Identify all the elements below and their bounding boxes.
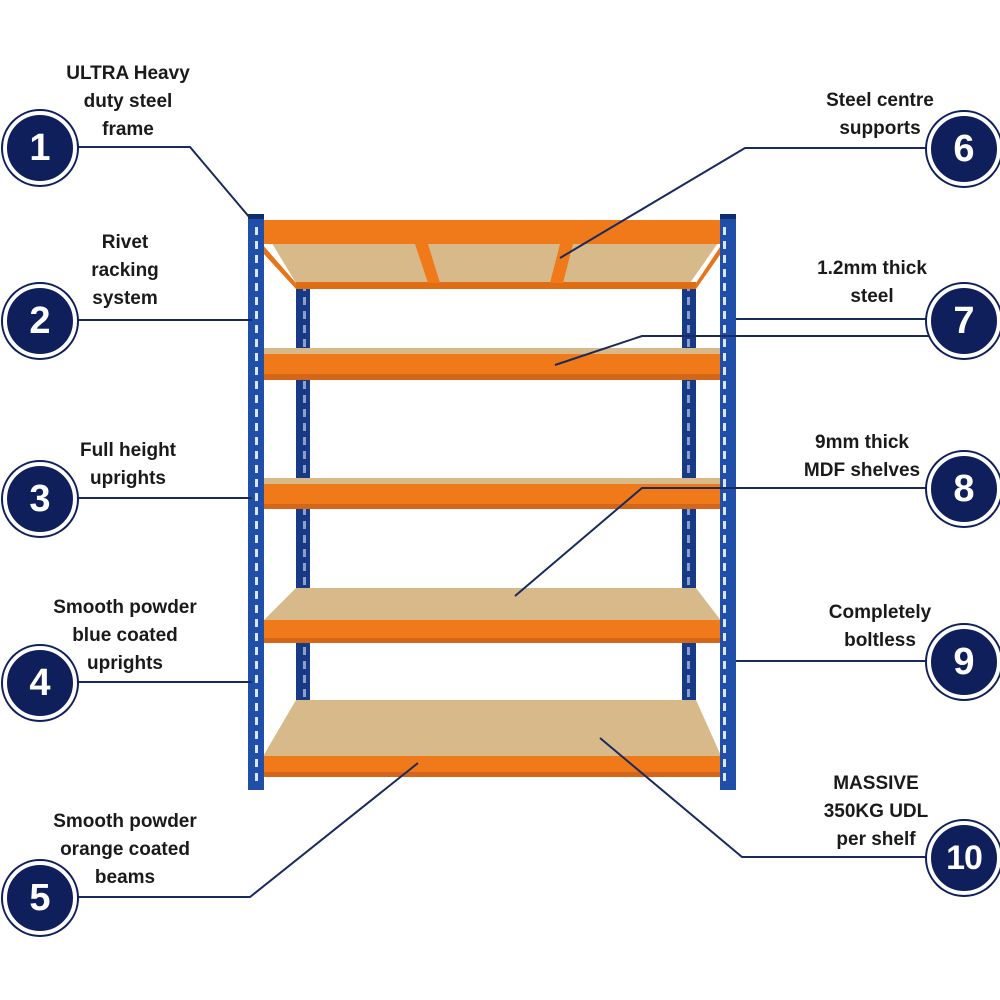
shelf-3-front-beam <box>262 484 722 506</box>
leader-line-10 <box>599 737 940 858</box>
shelf-2 <box>262 348 722 380</box>
callout-5-label: Smooth powder orange coated beams <box>53 811 197 888</box>
shelf-5-front-beam <box>262 756 722 774</box>
callout-2-label: Rivet racking system <box>91 232 159 309</box>
callout-1-label: ULTRA Heavy duty steel frame <box>66 63 190 140</box>
callout-10-number: 10 <box>927 821 1000 895</box>
callout-8-label: 9mm thick MDF shelves <box>803 432 921 481</box>
leader-line-5 <box>60 762 419 898</box>
shelf-1-front-beam <box>262 220 722 244</box>
shelf-4-front-beam <box>262 620 722 640</box>
shelf-5 <box>262 700 722 777</box>
shelf-1 <box>262 220 722 289</box>
callout-3-label: Full height uprights <box>79 440 177 489</box>
callout-8-number: 8 <box>927 452 1000 526</box>
callout-6-number: 6 <box>927 112 1000 186</box>
shelf-2-front-beam <box>262 354 722 376</box>
shelf-4 <box>262 588 722 643</box>
leader-line-1 <box>60 146 251 219</box>
callout-7-number: 7 <box>927 284 1000 358</box>
callout-2-number: 2 <box>3 284 77 358</box>
callout-4-number: 4 <box>3 646 77 720</box>
leader-line-7b <box>554 335 940 366</box>
callout-4-label: Smooth powder blue coated uprights <box>53 597 197 674</box>
shelf-1-board <box>270 240 720 283</box>
callout-1-number: 1 <box>3 111 77 185</box>
leader-line-6 <box>559 147 940 259</box>
leader-lines <box>60 146 940 898</box>
callout-7-label: 1.2mm thick steel <box>817 258 927 307</box>
front-uprights <box>248 214 736 790</box>
callout-10-label: MASSIVE 350KG UDL per shelf <box>823 773 929 850</box>
shelf-3 <box>262 478 722 509</box>
callout-5-number: 5 <box>3 861 77 935</box>
callout-3-number: 3 <box>3 462 77 536</box>
callout-6-label: Steel centre supports <box>826 90 934 139</box>
leader-line-8 <box>514 487 940 597</box>
centre-support-left <box>415 244 440 283</box>
shelf-5-board <box>262 700 722 758</box>
shelf-4-board <box>262 588 722 622</box>
callout-9-number: 9 <box>927 625 1000 699</box>
callout-9-label: Completely boltless <box>828 602 932 651</box>
